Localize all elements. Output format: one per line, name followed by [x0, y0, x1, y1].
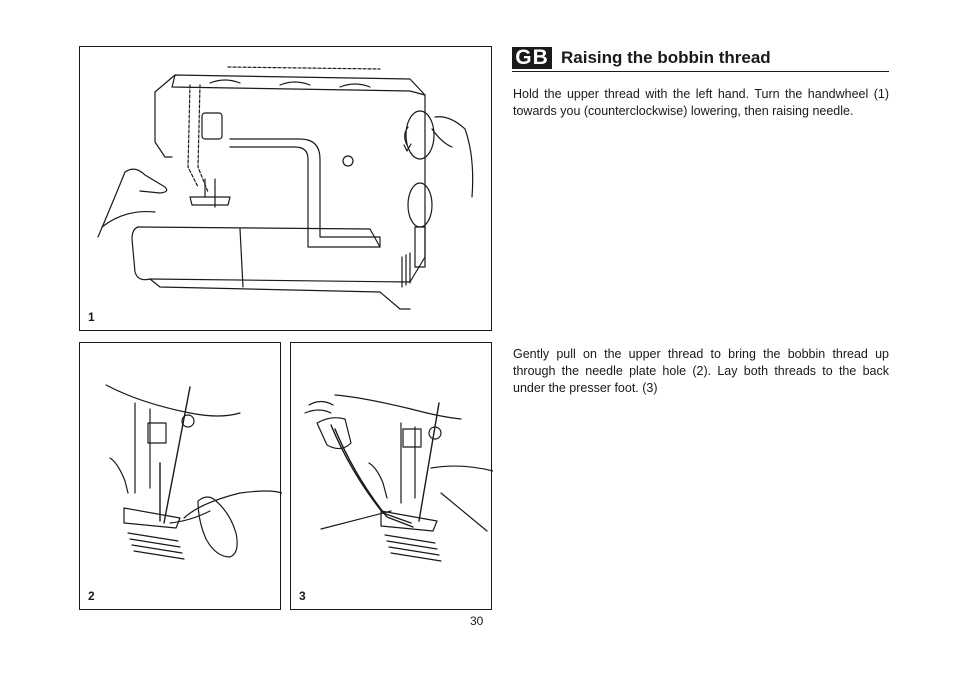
section-heading: GB Raising the bobbin thread	[512, 46, 889, 72]
presser-foot-illustration-2	[105, 384, 282, 560]
language-badge: GB	[512, 47, 552, 69]
presser-foot-illustration-3	[304, 394, 493, 562]
sewing-machine-illustration	[97, 66, 474, 310]
figure-3-threads-to-back: 3	[290, 342, 493, 610]
section-title: Raising the bobbin thread	[561, 48, 771, 67]
instruction-paragraph-2: Gently pull on the upper thread to bring…	[513, 347, 889, 395]
figure-number: 1	[88, 310, 95, 324]
figure-1-sewing-machine: 1	[79, 46, 492, 331]
instruction-paragraph-1: Hold the upper thread with the left hand…	[513, 87, 889, 118]
figure-number: 2	[88, 589, 95, 603]
figure-2-presser-foot: 2	[79, 342, 282, 610]
figure-number: 3	[299, 589, 306, 603]
page-number: 30	[470, 614, 484, 628]
